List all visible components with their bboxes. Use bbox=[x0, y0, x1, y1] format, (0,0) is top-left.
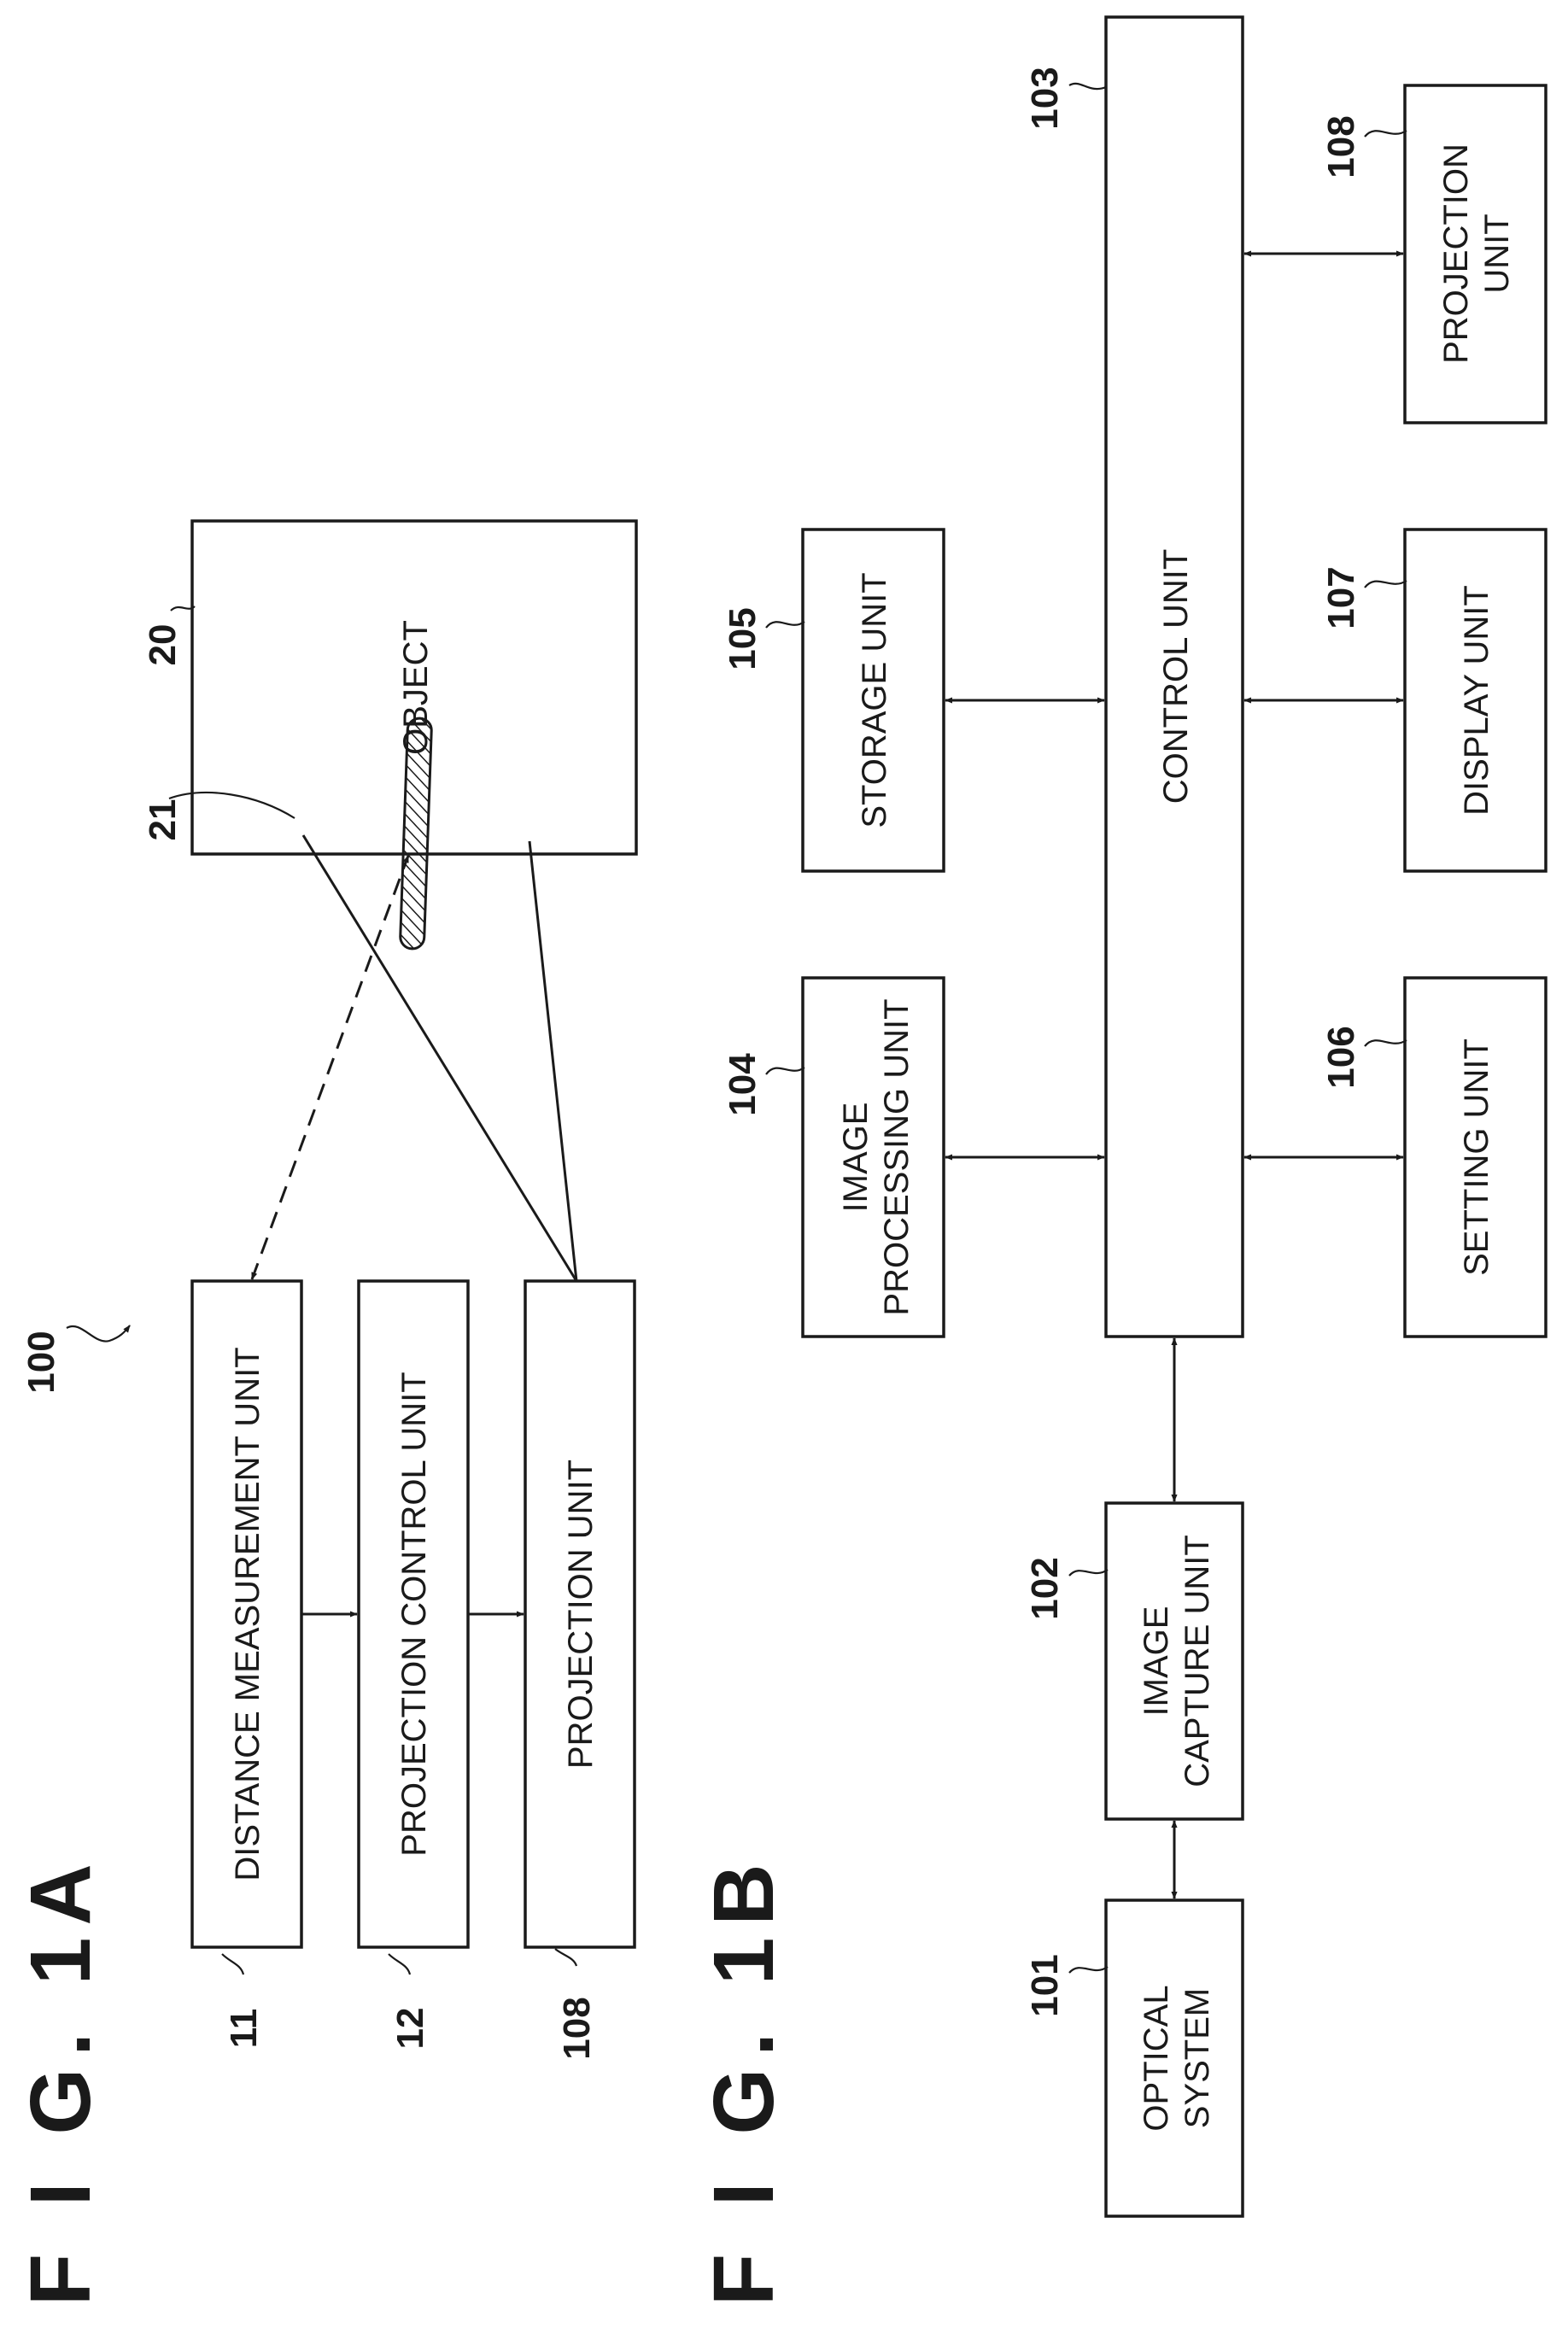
ref-106: 106 bbox=[1320, 1026, 1362, 1088]
optical-system-line2: SYSTEM bbox=[1179, 1988, 1216, 2128]
image-capture-unit-line1: IMAGE bbox=[1138, 1606, 1175, 1717]
leader-11 bbox=[222, 1954, 243, 1975]
ref-100: 100 bbox=[20, 1331, 62, 1393]
control-unit-label: CONTROL UNIT bbox=[1157, 549, 1195, 804]
ref-11: 11 bbox=[223, 2009, 265, 2049]
ref-20: 20 bbox=[142, 624, 184, 666]
optical-system-line1: OPTICAL bbox=[1138, 1985, 1175, 2131]
ref-108-fig1b: 108 bbox=[1320, 115, 1362, 178]
ref-102: 102 bbox=[1024, 1557, 1066, 1619]
leader-102 bbox=[1069, 1570, 1108, 1576]
storage-unit-label: STORAGE UNIT bbox=[856, 572, 893, 828]
image-processing-unit-line2: PROCESSING UNIT bbox=[878, 998, 916, 1315]
setting-unit-label: SETTING UNIT bbox=[1458, 1038, 1495, 1276]
figure-1a-title: F I G. 1A bbox=[13, 1852, 108, 2306]
distance-measurement-dashed-line bbox=[252, 856, 408, 1279]
projection-unit-1b-box bbox=[1405, 85, 1546, 423]
projection-unit-1b-line1: PROJECTION bbox=[1437, 143, 1475, 364]
figure-1b-title: F I G. 1B bbox=[696, 1852, 792, 2306]
leader-105 bbox=[766, 622, 804, 628]
leader-107 bbox=[1365, 581, 1407, 588]
leader-103 bbox=[1069, 84, 1106, 89]
ref-101: 101 bbox=[1024, 1954, 1066, 2016]
ref-105: 105 bbox=[722, 607, 764, 670]
projection-unit-label: PROJECTION UNIT bbox=[562, 1460, 600, 1769]
distance-measurement-unit-label: DISTANCE MEASUREMENT UNIT bbox=[229, 1347, 266, 1881]
ref-103: 103 bbox=[1024, 67, 1066, 129]
leader-108-fig1a bbox=[555, 1949, 576, 1966]
ref-12: 12 bbox=[389, 2008, 431, 2050]
projection-control-unit-label: PROJECTION CONTROL UNIT bbox=[395, 1372, 433, 1856]
figure-1b: CONTROL UNIT 103 IMAGE PROCESSING UNIT 1… bbox=[722, 17, 1546, 2216]
ref-104: 104 bbox=[722, 1053, 764, 1116]
leader-106 bbox=[1365, 1040, 1407, 1046]
leader-12 bbox=[389, 1954, 410, 1975]
leader-101 bbox=[1069, 1967, 1108, 1973]
leader-108-fig1b bbox=[1365, 131, 1407, 137]
leader-100 bbox=[67, 1325, 130, 1342]
figure-1a: 100 DISTANCE MEASUREMENT UNIT PROJECTION… bbox=[20, 521, 636, 2060]
display-unit-label: DISPLAY UNIT bbox=[1458, 585, 1495, 816]
ref-107: 107 bbox=[1320, 566, 1362, 629]
projection-unit-1b-line2: UNIT bbox=[1478, 214, 1516, 293]
image-capture-unit-line2: CAPTURE UNIT bbox=[1179, 1535, 1216, 1787]
ref-108-fig1a: 108 bbox=[556, 1997, 598, 2059]
leader-104 bbox=[766, 1068, 804, 1074]
ref-21: 21 bbox=[142, 799, 184, 841]
image-processing-unit-line1: IMAGE bbox=[837, 1103, 875, 1213]
